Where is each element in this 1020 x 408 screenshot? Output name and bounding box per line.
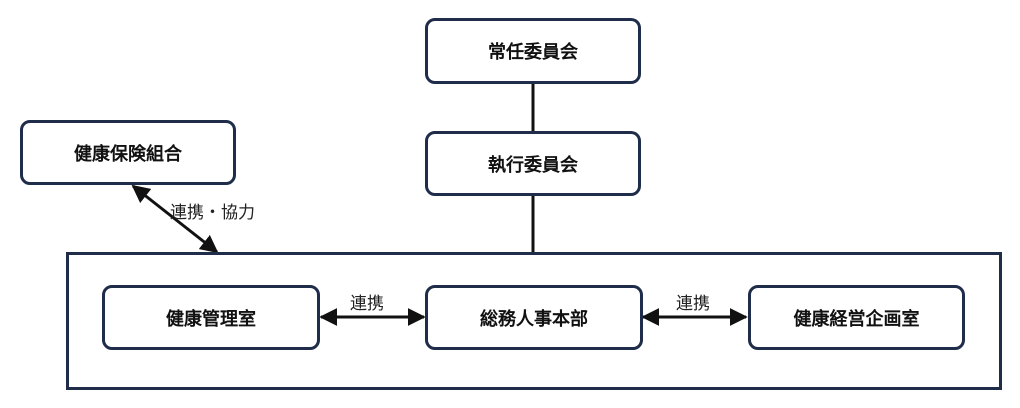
node-health-insurance-union: 健康保険組合 [20, 120, 236, 185]
node-standing-committee: 常任委員会 [425, 18, 641, 84]
node-health-management-planning-office: 健康経営企画室 [748, 285, 965, 350]
organization-group-frame [66, 252, 1002, 390]
node-executive-committee: 執行委員会 [425, 131, 641, 196]
node-general-hr-division: 総務人事本部 [425, 285, 643, 350]
connector-union-to-group [131, 184, 219, 254]
node-health-management-office: 健康管理室 [102, 285, 320, 350]
edge-label-hr-planning: 連携 [676, 294, 710, 314]
edge-label-office-hr: 連携 [350, 294, 384, 314]
edge-label-union-group: 連携・協力 [170, 203, 255, 223]
